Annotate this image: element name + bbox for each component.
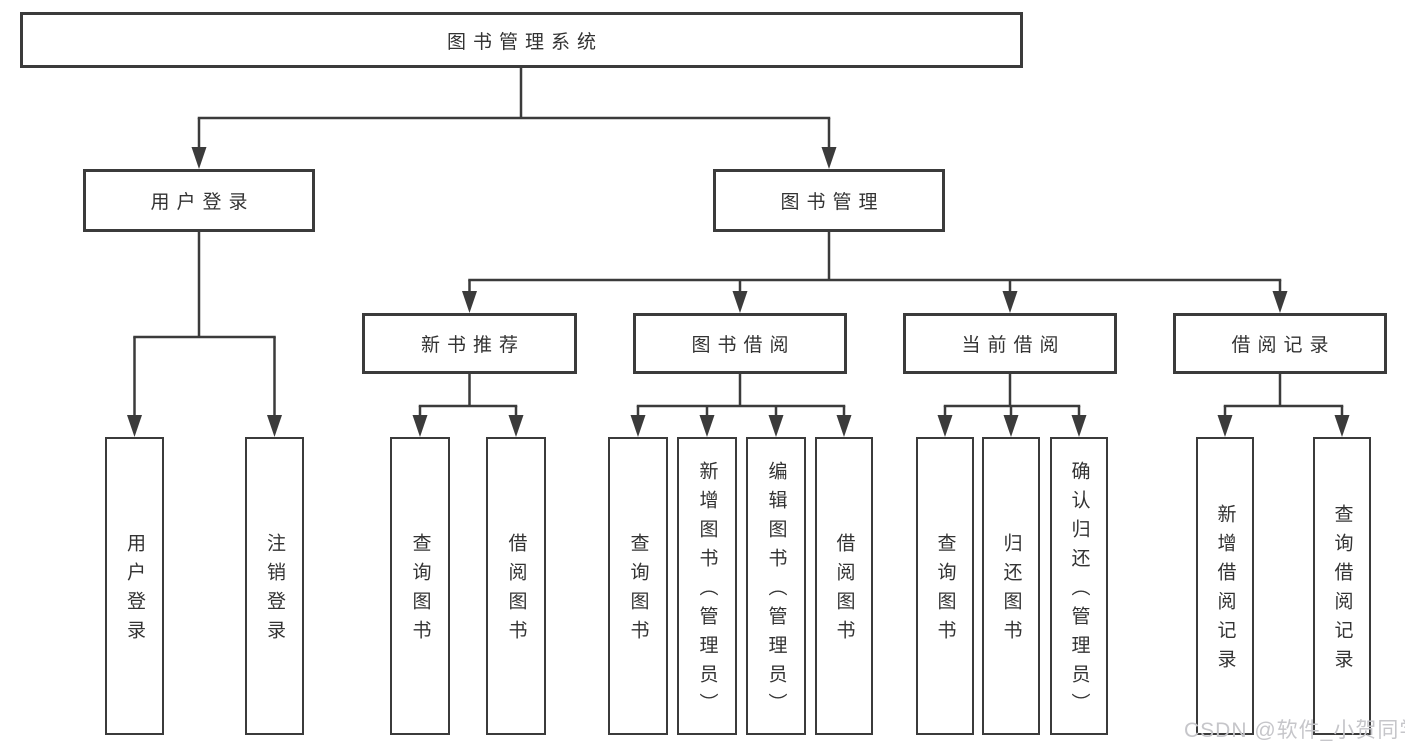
leaf-add-borrow-record: 新增借阅记录 xyxy=(1196,437,1254,735)
leaf-add-borrow-record-label: 新增借阅记录 xyxy=(1214,504,1236,678)
node-user-login: 用户登录 xyxy=(83,169,315,232)
leaf-edit-book-admin-label: 编辑图书（管理员） xyxy=(765,460,787,722)
leaf-return-book-label: 归还图书 xyxy=(1000,533,1022,649)
connector-user-login-children xyxy=(127,232,282,437)
node-new-book-recommend-label: 新书推荐 xyxy=(420,335,525,356)
connector-new-book-recommend-children xyxy=(412,374,524,437)
node-book-borrow: 图书借阅 xyxy=(633,313,847,374)
leaf-confirm-return-admin-label: 确认归还（管理员） xyxy=(1068,460,1090,722)
leaf-borrow-books-borrow-label: 借阅图书 xyxy=(833,533,855,649)
leaf-borrow-books-recommend-label: 借阅图书 xyxy=(505,533,527,649)
node-current-borrow: 当前借阅 xyxy=(903,313,1117,374)
leaf-logout: 注销登录 xyxy=(245,437,304,735)
connector-borrow-records-children xyxy=(1217,374,1350,437)
connector-current-borrow-children xyxy=(937,374,1087,437)
node-user-login-label: 用户登录 xyxy=(150,192,255,213)
connector-root-to-level2 xyxy=(191,68,837,169)
csdn-watermark: CSDN @软件_小贺同学 xyxy=(1184,719,1405,742)
node-book-management: 图书管理 xyxy=(713,169,945,232)
leaf-user-login: 用户登录 xyxy=(105,437,164,735)
leaf-query-books-current-label: 查询图书 xyxy=(934,533,956,649)
leaf-confirm-return-admin: 确认归还（管理员） xyxy=(1050,437,1108,735)
leaf-query-books-borrow-label: 查询图书 xyxy=(627,533,649,649)
node-root: 图书管理系统 xyxy=(20,12,1023,68)
leaf-query-books-recommend: 查询图书 xyxy=(390,437,450,735)
leaf-query-borrow-record: 查询借阅记录 xyxy=(1313,437,1371,735)
leaf-query-books-recommend-label: 查询图书 xyxy=(409,533,431,649)
connector-book-borrow-children xyxy=(630,374,852,437)
leaf-add-book-admin-label: 新增图书（管理员） xyxy=(696,460,718,722)
leaf-user-login-label: 用户登录 xyxy=(124,533,145,649)
node-borrow-records: 借阅记录 xyxy=(1173,313,1387,374)
node-book-borrow-label: 图书借阅 xyxy=(691,335,796,356)
leaf-add-book-admin: 新增图书（管理员） xyxy=(677,437,737,735)
node-borrow-records-label: 借阅记录 xyxy=(1231,335,1336,356)
leaf-query-books-borrow: 查询图书 xyxy=(608,437,668,735)
node-current-borrow-label: 当前借阅 xyxy=(961,335,1066,356)
leaf-borrow-books-recommend: 借阅图书 xyxy=(486,437,546,735)
node-root-label: 图书管理系统 xyxy=(446,31,603,53)
leaf-query-borrow-record-label: 查询借阅记录 xyxy=(1331,504,1353,678)
node-book-management-label: 图书管理 xyxy=(780,192,885,213)
leaf-borrow-books-borrow: 借阅图书 xyxy=(815,437,873,735)
leaf-edit-book-admin: 编辑图书（管理员） xyxy=(746,437,806,735)
leaf-logout-label: 注销登录 xyxy=(264,533,285,649)
connector-book-management-children xyxy=(462,232,1288,313)
node-new-book-recommend: 新书推荐 xyxy=(362,313,577,374)
leaf-return-book: 归还图书 xyxy=(982,437,1040,735)
leaf-query-books-current: 查询图书 xyxy=(916,437,974,735)
